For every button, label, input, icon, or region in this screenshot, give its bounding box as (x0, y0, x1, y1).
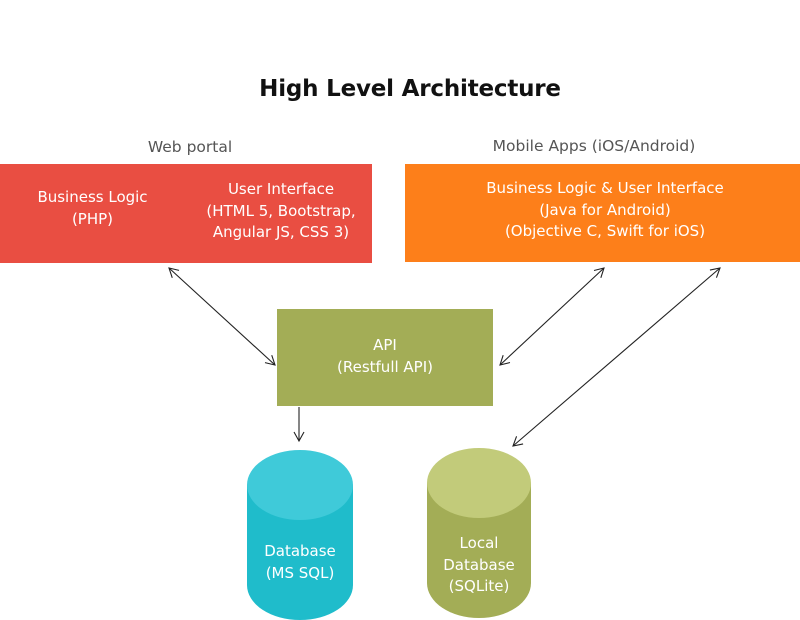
local-database-cylinder-top (427, 448, 531, 518)
database-cylinder (247, 450, 353, 620)
web-to-api-arrow (168, 267, 276, 366)
mobile-to-local-db-arrow (512, 267, 721, 447)
web-user-interface: User Interface (HTML 5, Bootstrap, Angul… (195, 179, 367, 244)
web-portal-box: Business Logic (PHP) User Interface (HTM… (0, 164, 372, 263)
web-portal-label: Web portal (147, 138, 233, 156)
mobile-apps-line-3: (Objective C, Swift for iOS) (504, 222, 706, 240)
database-label-line-2: (MS SQL) (265, 563, 335, 582)
database-cylinder-body (247, 485, 353, 620)
local-database-cylinder (427, 448, 531, 618)
database-label-line-1: Database (264, 542, 336, 560)
api-box: API (Restfull API) (277, 309, 493, 406)
web-business-logic-tech: (PHP) (71, 209, 114, 228)
api-line-2: (Restfull API) (337, 357, 433, 376)
web-business-logic: Business Logic (PHP) (20, 187, 165, 230)
mobile-apps-label: Mobile Apps (iOS/Android) (492, 137, 696, 155)
local-database-label-line-3: (SQLite) (448, 577, 510, 595)
local-database-label: Local Database (SQLite) (427, 533, 531, 598)
web-user-interface-tech-2: Angular JS, CSS 3) (212, 223, 350, 241)
database-cylinder-top (247, 450, 353, 520)
web-user-interface-tech-1: (HTML 5, Bootstrap, (206, 201, 356, 220)
database-label: Database (MS SQL) (247, 541, 353, 584)
web-user-interface-title: User Interface (227, 180, 335, 198)
diagram-title: High Level Architecture (259, 76, 561, 102)
mobile-apps-text: Business Logic & User Interface (Java fo… (450, 178, 760, 243)
api-line-1: API (373, 336, 397, 354)
local-database-label-line-1: Local (459, 534, 499, 552)
local-database-label-line-2: Database (443, 555, 515, 574)
web-business-logic-title: Business Logic (37, 188, 148, 206)
mobile-apps-line-2: (Java for Android) (539, 200, 671, 219)
mobile-apps-box: Business Logic & User Interface (Java fo… (405, 164, 800, 262)
api-text: API (Restfull API) (277, 335, 493, 378)
mobile-to-api-arrow (499, 267, 605, 366)
local-database-cylinder-body (427, 483, 531, 618)
mobile-apps-line-1: Business Logic & User Interface (486, 179, 724, 197)
